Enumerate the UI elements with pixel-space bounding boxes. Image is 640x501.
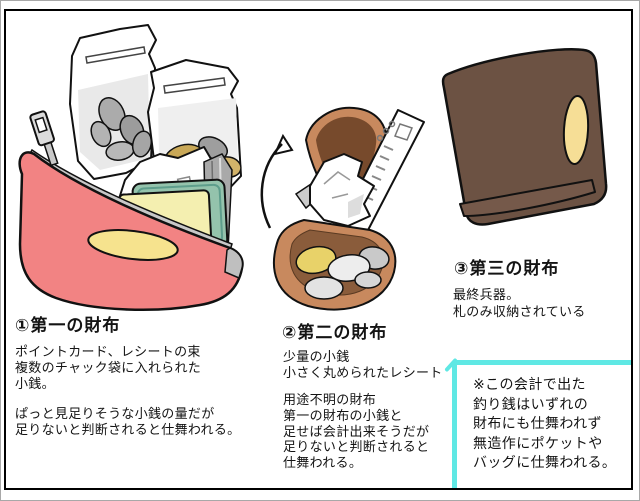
third-wallet-heading: ③第三の財布 <box>454 259 560 279</box>
footnote-box: ※この会計で出た 釣り銭はいずれの 財布にも仕舞われず 無造作にポケットや バッ… <box>452 360 631 488</box>
third-wallet-illustration-icon <box>441 48 608 226</box>
first-wallet-illustration-icon <box>18 24 244 311</box>
second-wallet-description-2: 用途不明の財布 第一の財布の小銭と 足せば会計出来そうだが 足りないと判断される… <box>283 393 430 472</box>
purse-body-icon <box>273 219 397 311</box>
second-wallet-heading: ②第二の財布 <box>282 323 388 343</box>
open-arrow-icon <box>260 133 294 229</box>
first-wallet-description-2: ぱっと見足りそうな小銭の量だが 足りないと判断されると仕舞われる。 <box>15 407 241 438</box>
footnote-text: ※この会計で出た 釣り銭はいずれの 財布にも仕舞われず 無造作にポケットや バッ… <box>473 377 617 471</box>
drawing-canvas: ①第一の財布 ポイントカード、レシートの束 複数のチャック袋に入れられた 小銭。… <box>4 9 633 490</box>
ziplock-bag-icon <box>69 24 157 180</box>
coin-icon <box>90 97 153 161</box>
bifold-wallet-icon <box>441 48 608 226</box>
pink-pouch-icon <box>18 110 244 311</box>
first-wallet-description-1: ポイントカード、レシートの束 複数のチャック袋に入れられた 小銭。 <box>15 345 202 392</box>
pouch-accent-oval <box>87 229 179 261</box>
coin-icon <box>295 245 390 300</box>
second-wallet-illustration-icon <box>260 106 425 311</box>
zipper-pull-icon <box>29 110 59 167</box>
wallet-clasp-oval <box>562 95 590 165</box>
first-wallet-heading: ①第一の財布 <box>15 316 121 336</box>
crumpled-receipt-icon <box>294 153 375 227</box>
second-wallet-description-1: 少量の小銭 小さく丸められたレシート <box>283 350 443 381</box>
third-wallet-description-1: 最終兵器。 札のみ収納されている <box>453 288 586 320</box>
